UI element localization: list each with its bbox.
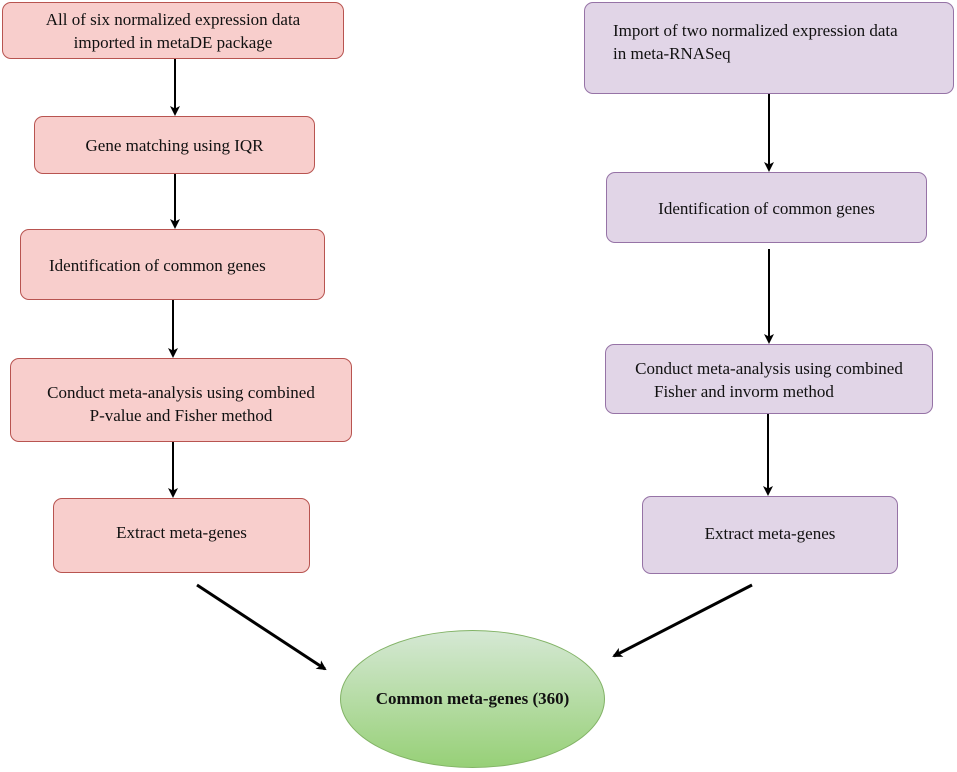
arrow-left-to-result bbox=[196, 583, 327, 671]
left-step-meta-analysis-line1: Conduct meta-analysis using combined bbox=[47, 383, 315, 402]
right-step-import-line2: in meta-RNASeq bbox=[613, 44, 731, 63]
left-step-meta-analysis-line2: P-value and Fisher method bbox=[89, 406, 273, 425]
right-step-extract: Extract meta-genes bbox=[642, 496, 898, 574]
left-step-gene-matching-line1: Gene matching using IQR bbox=[85, 136, 264, 155]
right-step-import-line1: Import of two normalized expression data bbox=[613, 21, 898, 40]
right-step-meta-analysis-line2: Fisher and invorm method bbox=[654, 382, 834, 401]
result-common-meta-genes: Common meta-genes (360) bbox=[340, 630, 605, 768]
left-step-extract: Extract meta-genes bbox=[53, 498, 310, 573]
left-step-import-line2: imported in metaDE package bbox=[73, 33, 273, 52]
left-step-import: All of six normalized expression data im… bbox=[2, 2, 344, 59]
left-step-import-line1: All of six normalized expression data bbox=[45, 10, 301, 29]
right-step-import: Import of two normalized expression data… bbox=[584, 2, 954, 94]
right-step-common-genes: Identification of common genes bbox=[606, 172, 927, 243]
left-step-meta-analysis: Conduct meta-analysis using combined P-v… bbox=[10, 358, 352, 442]
arrow-right-to-result bbox=[612, 583, 753, 658]
right-step-meta-analysis-line1: Conduct meta-analysis using combined bbox=[635, 359, 903, 378]
right-step-common-genes-line1: Identification of common genes bbox=[658, 199, 875, 218]
result-label: Common meta-genes (360) bbox=[375, 689, 570, 708]
right-step-extract-line1: Extract meta-genes bbox=[704, 524, 836, 543]
left-step-common-genes: Identification of common genes bbox=[20, 229, 325, 300]
left-step-extract-line1: Extract meta-genes bbox=[116, 523, 247, 542]
left-step-common-genes-line1: Identification of common genes bbox=[49, 256, 266, 275]
left-step-gene-matching: Gene matching using IQR bbox=[34, 116, 315, 174]
right-step-meta-analysis: Conduct meta-analysis using combined Fis… bbox=[605, 344, 933, 414]
